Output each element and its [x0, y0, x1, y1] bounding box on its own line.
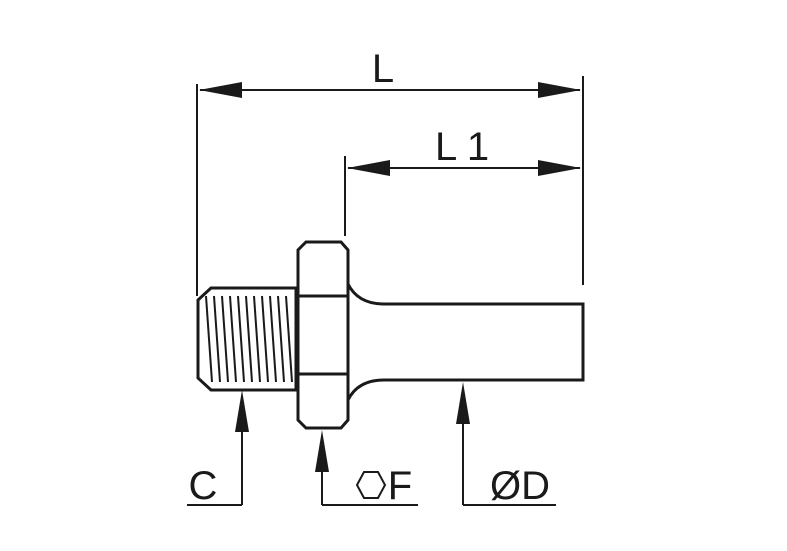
thread-lines — [205, 295, 293, 383]
arrowhead-left — [199, 82, 242, 98]
thread-outline — [196, 286, 298, 392]
thread-line — [213, 295, 221, 383]
tube-stem — [346, 283, 585, 401]
thread-line — [253, 295, 261, 383]
thread-line — [229, 295, 237, 383]
label-D: ØD — [490, 464, 550, 508]
hex-outline — [296, 240, 350, 430]
dimension-L1: L 1 — [344, 125, 581, 236]
hex-body — [296, 240, 350, 430]
hexagon-icon — [355, 471, 387, 499]
thread-line — [269, 295, 277, 383]
leader-D: ØD — [456, 382, 556, 508]
thread-line — [285, 295, 293, 383]
label-L: L — [372, 47, 394, 91]
arrowhead-L1-right — [538, 160, 581, 176]
thread-line — [245, 295, 253, 383]
arrowhead-F — [315, 430, 329, 472]
arrowhead-D — [456, 382, 470, 424]
thread-line — [205, 295, 213, 383]
arrowhead-C — [235, 390, 249, 432]
thread-line — [261, 295, 269, 383]
label-F: F — [388, 464, 412, 508]
thread-line — [277, 295, 285, 383]
leader-C: C — [187, 390, 249, 508]
thread-line — [221, 295, 229, 383]
arrowhead-right — [538, 82, 581, 98]
thread-line — [237, 295, 245, 383]
leader-F: F — [315, 430, 418, 508]
stem-outline — [346, 283, 585, 401]
label-L1: L 1 — [435, 125, 489, 169]
label-C: C — [189, 464, 218, 508]
arrowhead-L1-left — [347, 160, 390, 176]
threaded-end — [196, 286, 298, 392]
dimension-L: L — [196, 47, 584, 296]
